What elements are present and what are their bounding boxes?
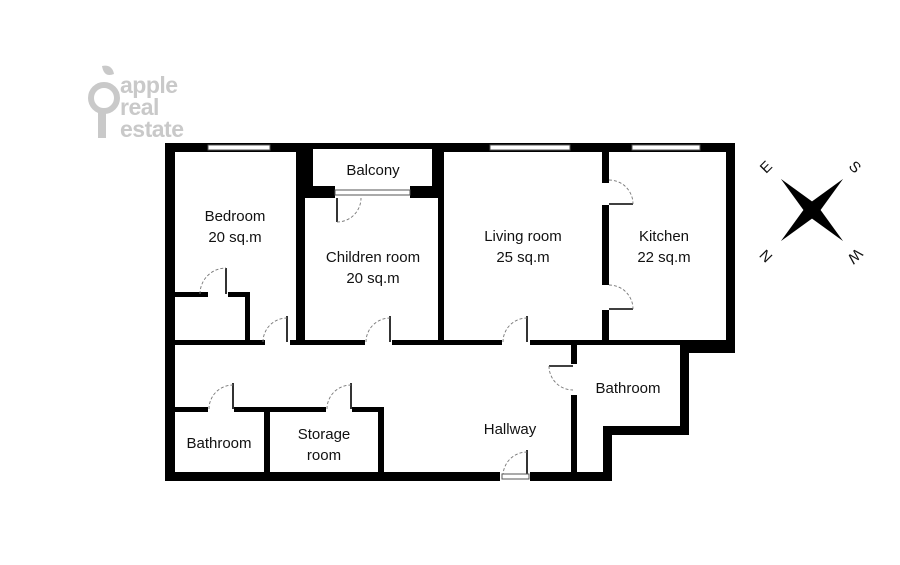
door-balcony (336, 197, 362, 223)
label-living-room: Living room (484, 228, 562, 245)
label-children-room-area: 20 sq.m (346, 270, 399, 287)
label-bathroom-left: Bathroom (186, 435, 251, 452)
door-kitchen-top (608, 179, 634, 205)
compass-letter-s: S (845, 158, 864, 177)
label-kitchen-area: 22 sq.m (637, 249, 690, 266)
label-bathroom-right: Bathroom (595, 380, 660, 397)
label-bedroom: Bedroom (205, 208, 266, 225)
compass-letter-e: E (757, 158, 776, 177)
label-children-room: Children room (326, 249, 420, 266)
door-bedroom (262, 316, 288, 343)
door-children-room (365, 316, 391, 343)
label-balcony: Balcony (346, 162, 400, 179)
label-living-room-area: 25 sq.m (496, 249, 549, 266)
window-living-room (489, 144, 571, 151)
window-kitchen (631, 144, 701, 151)
logo-line-apple: apple (120, 72, 178, 98)
door-bathroom-left (208, 383, 234, 410)
label-hallway: Hallway (484, 421, 537, 438)
compass-letter-w: W (843, 245, 866, 268)
doors (199, 179, 634, 480)
label-kitchen: Kitchen (639, 228, 689, 245)
window-bedroom (207, 144, 271, 151)
compass-rose-icon (780, 178, 844, 242)
logo-line-estate: estate (120, 116, 183, 142)
door-bathroom-right (548, 365, 574, 391)
door-kitchen-bottom (608, 284, 634, 310)
door-living-room (502, 316, 528, 343)
window-balcony (334, 189, 411, 196)
door-storage (326, 383, 352, 410)
label-bedroom-area: 20 sq.m (208, 229, 261, 246)
door-bedroom-closet (199, 267, 227, 295)
label-storage-room: Storage (298, 426, 351, 443)
key-icon (88, 65, 120, 138)
door-entrance (501, 450, 530, 480)
apple-real-estate-logo: apple real estate (88, 65, 184, 142)
windows (207, 144, 701, 196)
room-labels: Balcony Bedroom 20 sq.m Children room 20… (186, 162, 690, 464)
logo-line-real: real (120, 94, 159, 120)
compass-letter-n: N (757, 246, 777, 266)
walls (165, 143, 735, 481)
label-storage-room-line2: room (307, 447, 341, 464)
